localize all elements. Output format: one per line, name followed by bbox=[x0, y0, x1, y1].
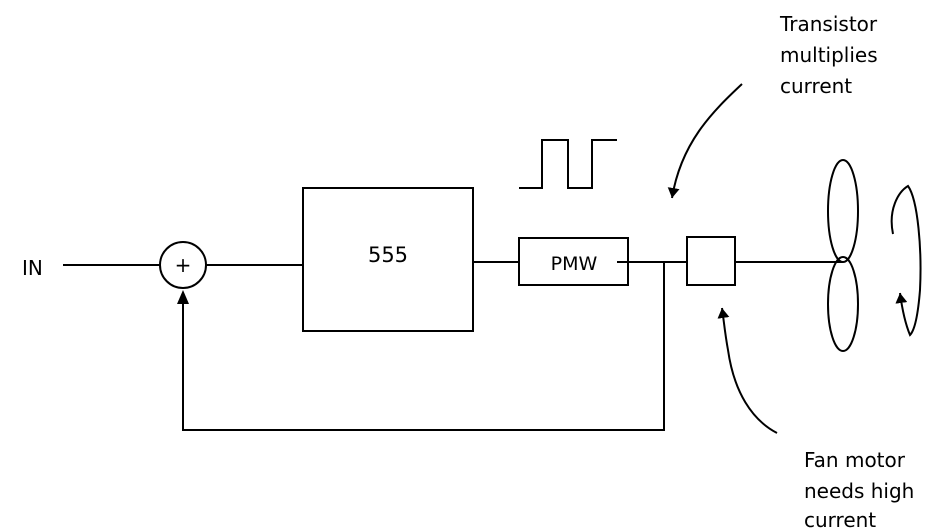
motor-note-line-1: Fan motor bbox=[804, 448, 906, 472]
transistor-note-line-3: current bbox=[780, 74, 852, 98]
motor-note-line-2: needs high bbox=[804, 479, 914, 503]
pwm-label: PMW bbox=[551, 253, 598, 275]
rotation-arrow-icon bbox=[890, 184, 922, 337]
transistor-block bbox=[686, 236, 736, 286]
square-wave-icon bbox=[519, 139, 617, 189]
timer-555-block bbox=[302, 187, 474, 332]
transistor-note-line-2: multiplies bbox=[780, 43, 878, 67]
motor-note-line-3: current bbox=[804, 508, 876, 531]
fan-blade-upper bbox=[827, 159, 859, 263]
summer-sign: + bbox=[175, 253, 192, 277]
transistor-note-line-1: Transistor bbox=[779, 12, 878, 36]
feedback-arrowhead bbox=[177, 290, 189, 304]
transistor-note-arrow bbox=[667, 83, 743, 199]
input-label: IN bbox=[22, 256, 43, 280]
feedback-loop-wire bbox=[182, 262, 665, 431]
motor-note-arrow bbox=[717, 307, 778, 434]
timer-555-label: 555 bbox=[368, 243, 408, 267]
fan-blade-lower bbox=[827, 256, 859, 352]
